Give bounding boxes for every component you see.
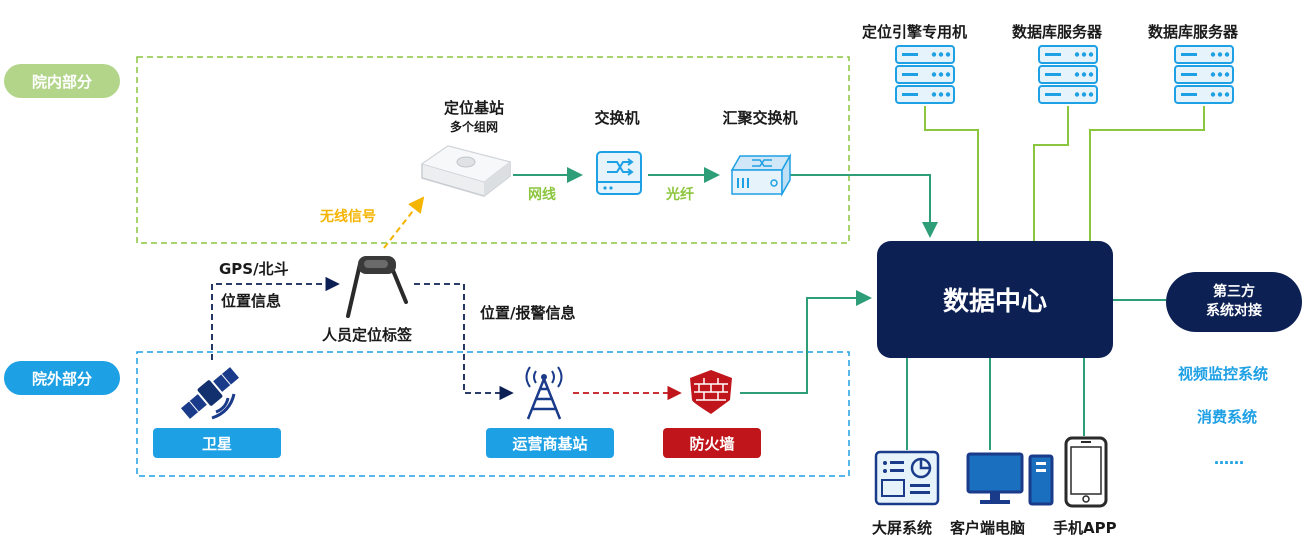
wristband-tag-icon [346, 256, 408, 318]
edge-label-wireless: 无线信号 [320, 209, 376, 225]
dashboard-icon [874, 450, 940, 506]
satellite-icon [180, 367, 240, 420]
desktop-computer-icon [966, 452, 1054, 506]
firewall-badge: 防火墙 [663, 428, 761, 458]
server-icon [1038, 45, 1098, 104]
switch-icon [596, 151, 642, 195]
third-party-system-consume: 消费系统 [1197, 408, 1258, 426]
locator-server-title: 定位引擎专用机 [862, 23, 968, 41]
outside-region-label: 院外部分 [4, 361, 120, 395]
pc-client-title: 客户端电脑 [950, 519, 1026, 537]
third-party-system-video: 视频监控系统 [1178, 365, 1269, 383]
edge-label-position-info: 位置信息 [221, 292, 282, 310]
third-party-system-more: …… [1214, 450, 1244, 468]
base-station-title: 定位基站 [443, 99, 504, 117]
inside-region-label: 院内部分 [4, 64, 120, 98]
cell-tower-icon [525, 366, 563, 420]
edge-label-cable: 网线 [528, 187, 556, 203]
agg-switch-title: 汇聚交换机 [722, 109, 798, 127]
server-icon [1174, 45, 1234, 104]
outside-region-box [136, 351, 850, 477]
base-station-subtitle: 多个组网 [449, 120, 498, 134]
smartphone-icon [1064, 436, 1108, 508]
satellite-badge: 卫星 [153, 428, 281, 458]
switch-title: 交换机 [594, 109, 640, 127]
tag-title: 人员定位标签 [322, 326, 413, 344]
edge-label-gps: GPS/北斗 [219, 260, 289, 278]
third-party-box: 第三方 系统对接 [1166, 272, 1302, 332]
carrier-bs-badge: 运营商基站 [486, 428, 614, 458]
big-screen-title: 大屏系统 [872, 519, 933, 537]
mobile-app-title: 手机APP [1053, 519, 1117, 537]
third-party-line2: 系统对接 [1206, 303, 1262, 319]
third-party-line1: 第三方 [1213, 284, 1255, 300]
data-center-box: 数据中心 [877, 241, 1113, 358]
edge-label-position-alarm: 位置/报警信息 [480, 304, 576, 322]
db-server-2-title: 数据库服务器 [1148, 23, 1239, 41]
firewall-icon [690, 370, 732, 414]
inside-region-box [136, 56, 850, 244]
access-point-icon [420, 145, 512, 197]
db-server-1-title: 数据库服务器 [1012, 23, 1103, 41]
edge-label-fiber: 光纤 [666, 187, 694, 203]
aggregation-switch-icon [730, 153, 792, 197]
server-icon [895, 45, 955, 104]
